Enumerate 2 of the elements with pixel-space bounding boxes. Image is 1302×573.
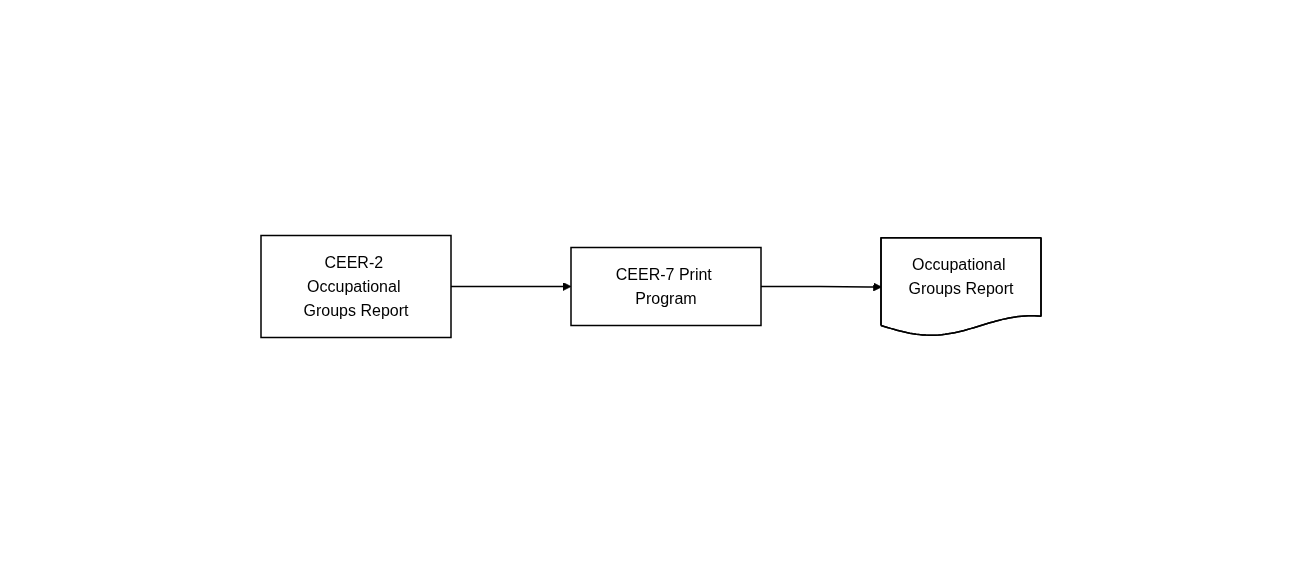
node-box: CEER-7 Print Program xyxy=(570,246,762,327)
node-box: CEER-2 Occupational Groups Report xyxy=(260,234,452,339)
